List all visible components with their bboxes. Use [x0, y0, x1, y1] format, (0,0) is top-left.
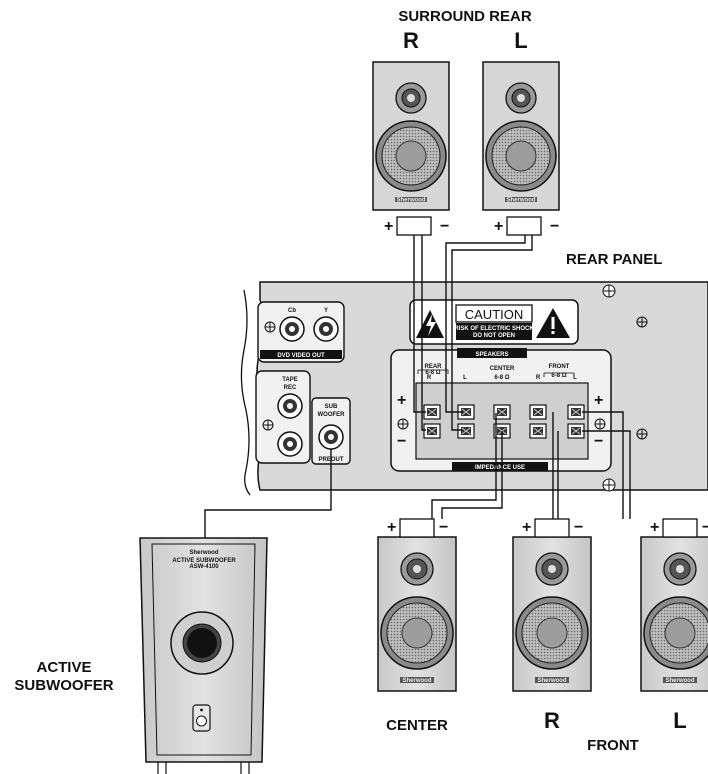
- speaker-terminal-box: [399, 518, 435, 538]
- speaker-terminal: [457, 404, 475, 420]
- subwoofer-model-line-2: ASW-4100: [189, 564, 219, 570]
- screw-icon: [636, 316, 648, 328]
- screw-icon: [397, 418, 409, 430]
- screw-icon: [262, 419, 274, 431]
- speaker-brand: Sherwood: [665, 678, 694, 684]
- front-ohm-label: 6-8 Ω: [551, 373, 566, 379]
- speaker-surround-rear-left: Sherwood: [482, 61, 560, 211]
- speaker-brand: Sherwood: [506, 198, 535, 204]
- impedance-use-label: IMPEDANCE USE: [475, 465, 525, 471]
- minus-sign: −: [574, 519, 583, 536]
- front-label: FRONT: [587, 737, 639, 754]
- terminal-plus-right: +: [594, 392, 603, 409]
- caution-line-1: RISK OF ELECTRIC SHOCK: [454, 326, 534, 332]
- minus-sign: −: [702, 519, 708, 536]
- speaker-terminal: [457, 423, 475, 439]
- speaker-terminal: [567, 404, 585, 420]
- minus-sign: −: [439, 519, 448, 536]
- screw-icon: [602, 284, 616, 298]
- speaker-center: Sherwood + −: [377, 518, 457, 692]
- rear-ohm-label: 6-8 Ω: [425, 370, 440, 376]
- caution-line-2: DO NOT OPEN: [473, 333, 515, 339]
- terminal-plus-left: +: [397, 392, 406, 409]
- terminal-rear-left: [506, 216, 542, 236]
- front-r-label: R: [536, 375, 541, 381]
- plus-sign: +: [494, 218, 503, 235]
- speaker-terminal: [493, 404, 511, 420]
- dvd-cb-label: Cb: [288, 308, 296, 314]
- dvd-video-out-label: DVD VIDEO OUT: [277, 353, 325, 359]
- front-left-label: L: [673, 708, 686, 733]
- speaker-terminal-box: [534, 518, 570, 538]
- speaker-terminal: [567, 423, 585, 439]
- dvd-y-label: Y: [324, 308, 328, 314]
- speakers-label: SPEAKERS: [475, 352, 508, 358]
- front-group-label: FRONT: [549, 364, 570, 370]
- active-label: ACTIVE: [36, 659, 91, 676]
- sub-label: SUB: [325, 404, 338, 410]
- speaker-terminal: [423, 404, 441, 420]
- woofer-label: WOOFER: [318, 412, 346, 418]
- rear-right-label: R: [403, 28, 419, 53]
- speaker-terminal-box: [662, 518, 698, 538]
- speaker-terminals-section: SPEAKERS REAR 6-8 Ω R L CENTER 6-8 Ω FRO…: [390, 348, 612, 472]
- center-group-label: CENTER: [490, 366, 515, 372]
- center-ohm-label: 6-8 Ω: [494, 375, 509, 381]
- rear-panel-label: REAR PANEL: [566, 251, 662, 268]
- active-subwoofer: Sherwood ACTIVE SUBWOOFER ASW-4100: [139, 537, 268, 774]
- plus-sign: +: [650, 519, 659, 536]
- caution-label: CAUTION RISK OF ELECTRIC SHOCK DO NOT OP…: [409, 299, 579, 345]
- terminal-minus-left: −: [397, 433, 406, 450]
- tape-label: TAPE: [282, 377, 298, 383]
- screw-icon: [636, 428, 648, 440]
- speaker-brand: Sherwood: [402, 678, 431, 684]
- plus-sign: +: [384, 218, 393, 235]
- speaker-front-right: Sherwood + −: [512, 518, 592, 692]
- speaker-brand: Sherwood: [537, 678, 566, 684]
- screw-icon: [264, 321, 276, 333]
- speaker-terminal: [423, 423, 441, 439]
- speaker-front-left: Sherwood + −: [640, 518, 708, 692]
- front-right-label: R: [544, 708, 560, 733]
- panel-edge: [240, 289, 251, 496]
- rear-group-label: REAR: [424, 364, 442, 370]
- rear-r-label: R: [427, 375, 432, 381]
- minus-sign: −: [440, 218, 449, 235]
- screw-icon: [594, 418, 606, 430]
- speaker-terminal: [529, 423, 547, 439]
- speaker-wires: [204, 235, 631, 538]
- front-l-label: L: [573, 375, 577, 381]
- center-label: CENTER: [386, 717, 448, 734]
- surround-rear-label: SURROUND REAR: [398, 8, 532, 25]
- tape-rec-section: TAPE REC: [255, 370, 311, 464]
- rear-left-label: L: [514, 28, 527, 53]
- plus-sign: +: [522, 519, 531, 536]
- subwoofer-model-line-1: ACTIVE SUBWOOFER: [172, 558, 236, 564]
- subwoofer-label: SUBWOOFER: [14, 677, 113, 694]
- dvd-video-out-section: Cb Y DVD VIDEO OUT: [257, 301, 345, 363]
- speaker-brand: Sherwood: [396, 198, 425, 204]
- rec-label: REC: [284, 385, 297, 391]
- caution-title: CAUTION: [465, 307, 524, 322]
- speaker-terminal: [529, 404, 547, 420]
- speaker-surround-rear-right: Sherwood: [372, 61, 450, 211]
- terminal-minus-right: −: [594, 433, 603, 450]
- screw-icon: [602, 478, 616, 492]
- terminal-rear-right: [396, 216, 432, 236]
- subwoofer-brand: Sherwood: [189, 550, 218, 556]
- minus-sign: −: [550, 218, 559, 235]
- plus-sign: +: [387, 519, 396, 536]
- rear-l-label: L: [463, 375, 467, 381]
